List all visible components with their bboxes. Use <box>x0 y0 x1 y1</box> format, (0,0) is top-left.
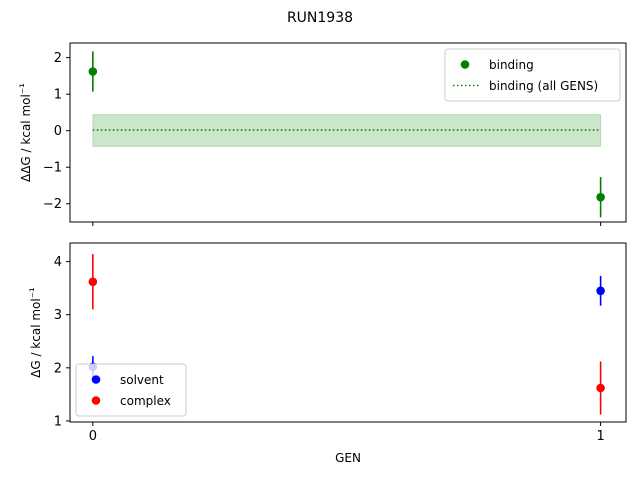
y-tick-label: 1 <box>54 88 62 103</box>
y-axis-label-top: ΔΔG / kcal mol⁻¹ <box>17 83 33 182</box>
axes-frame <box>69 42 627 223</box>
axes-frame <box>69 242 627 423</box>
y-tick-label: 1 <box>54 414 62 429</box>
y-axis-label-bottom: ΔG / kcal mol⁻¹ <box>27 287 43 378</box>
y-tick-label: 2 <box>54 51 62 66</box>
panel-top: 2 1 0 −1 −2 ΔΔG / kcal mol⁻¹ binding binding (a… <box>17 42 627 226</box>
y-tick-label: −2 <box>43 197 62 212</box>
legend-marker <box>91 396 101 405</box>
legend-marker <box>460 60 470 69</box>
panel-bottom: 4 3 2 1 0 1 ΔG / kcal mol⁻¹ solvent complex <box>27 242 627 444</box>
legend-label: solvent <box>120 373 164 387</box>
legend-top: binding binding (all GENS) <box>444 48 621 102</box>
legend-box <box>444 48 621 102</box>
x-tick-label: 0 <box>89 429 97 444</box>
y-tick-label: 3 <box>54 308 62 323</box>
legend-label: binding <box>489 58 534 72</box>
legend-bottom: solvent complex <box>75 363 187 417</box>
legend-label: binding (all GENS) <box>489 79 598 93</box>
data-point-binding-0 <box>88 67 98 76</box>
legend-marker <box>91 375 101 384</box>
data-point-complex-0 <box>88 277 98 287</box>
y-tick-label: 2 <box>54 361 62 376</box>
data-point-solvent-1 <box>596 286 605 296</box>
chart-title: RUN1938 <box>287 10 353 26</box>
plot-layer: 2 1 0 −1 −2 ΔΔG / kcal mol⁻¹ binding binding (a… <box>17 42 627 444</box>
y-tick-label: −1 <box>43 161 62 176</box>
x-tick-label: 1 <box>596 429 604 444</box>
legend-box <box>75 363 187 417</box>
x-axis-label: GEN <box>335 451 361 465</box>
legend-label: complex <box>120 394 171 408</box>
data-point-complex-1 <box>596 383 605 393</box>
y-tick-label: 4 <box>54 255 62 270</box>
y-tick-label: 0 <box>54 124 62 139</box>
data-point-binding-1 <box>596 192 605 202</box>
